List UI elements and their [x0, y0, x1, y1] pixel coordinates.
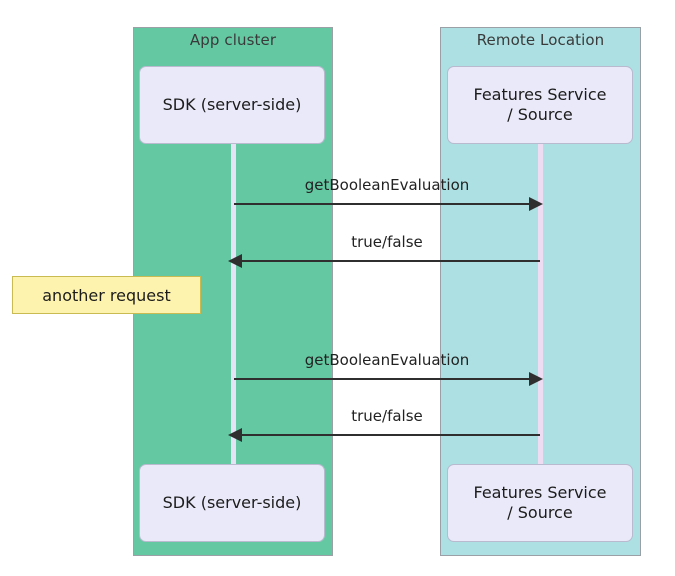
message-line-response-2 — [234, 434, 540, 436]
actor-label-line-1: Features Service — [473, 483, 607, 502]
actor-box-sdk-top[interactable]: SDK (server-side) — [139, 66, 325, 144]
message-line-response-1 — [234, 260, 540, 262]
actor-label-line-2: / Source — [507, 105, 573, 124]
lifeline-features-service — [538, 143, 543, 479]
actor-box-features-service-bottom[interactable]: Features Service / Source — [447, 464, 633, 542]
actor-label-sdk-bottom: SDK (server-side) — [162, 493, 302, 512]
actor-label-features-service-top: Features Service / Source — [473, 85, 606, 125]
lifeline-sdk — [231, 143, 236, 479]
arrowhead-left-icon — [228, 254, 242, 268]
actor-box-sdk-bottom[interactable]: SDK (server-side) — [139, 464, 325, 542]
actor-label-line-2: / Source — [507, 503, 573, 522]
actor-label-sdk-top: SDK (server-side) — [162, 95, 302, 114]
message-label-response-1: true/false — [351, 233, 423, 251]
participant-group-title-remote-location: Remote Location — [476, 31, 605, 49]
message-line-request-1 — [234, 203, 540, 205]
message-label-request-1: getBooleanEvaluation — [304, 176, 470, 194]
message-label-request-2: getBooleanEvaluation — [304, 351, 470, 369]
participant-group-title-app-cluster: App cluster — [189, 31, 277, 49]
note-label: another request — [42, 285, 171, 305]
actor-box-features-service-top[interactable]: Features Service / Source — [447, 66, 633, 144]
note-another-request: another request — [12, 276, 201, 314]
arrowhead-left-icon — [228, 428, 242, 442]
message-line-request-2 — [234, 378, 540, 380]
message-label-response-2: true/false — [351, 407, 423, 425]
arrowhead-right-icon — [529, 197, 543, 211]
actor-label-features-service-bottom: Features Service / Source — [473, 483, 606, 523]
arrowhead-right-icon — [529, 372, 543, 386]
actor-label-line-1: Features Service — [473, 85, 607, 104]
